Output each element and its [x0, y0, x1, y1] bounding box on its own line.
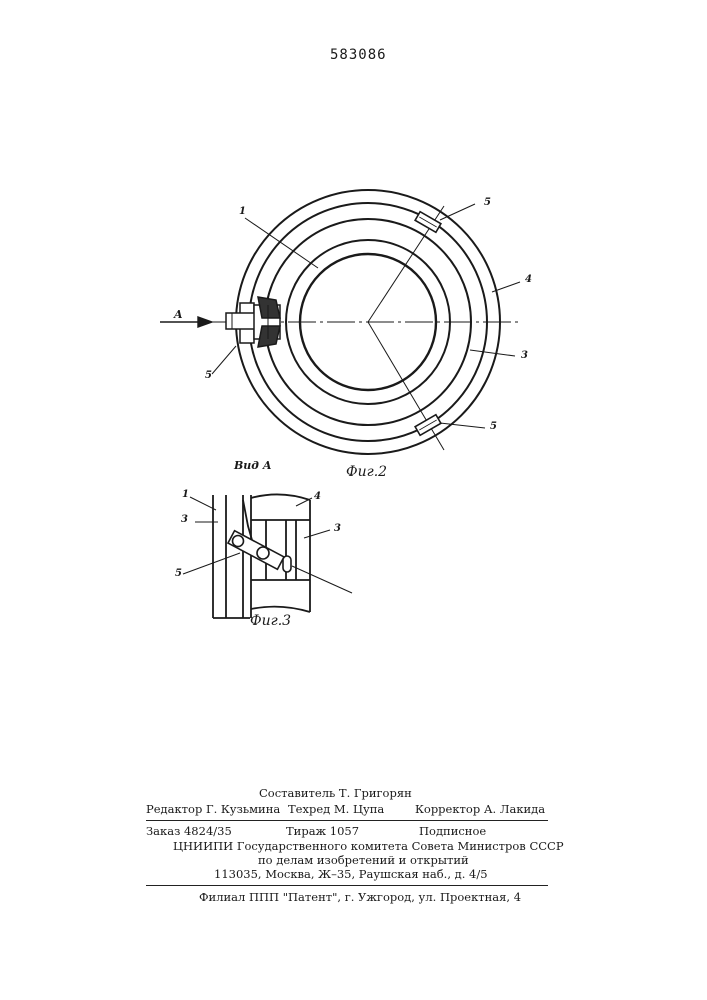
circulation: Тираж 1057 [286, 824, 359, 838]
corrector: Корректор А. Лакида [415, 802, 545, 816]
figure-3-caption: Фиг.3 [250, 613, 291, 629]
address: 113035, Москва, Ж–35, Раушская наб., д. … [214, 867, 488, 881]
org-line-1: ЦНИИПИ Государственного комитета Совета … [173, 839, 564, 853]
divider-2 [146, 885, 548, 886]
tech-editor: Техред М. Цупа [288, 802, 384, 816]
branch: Филиал ППП "Патент", г. Ужгород, ул. Про… [199, 890, 521, 904]
fig3-label-3-left: 3 [181, 514, 188, 525]
org-line-2: по делам изобретений и открытий [258, 853, 469, 867]
editor: Редактор Г. Кузьмина [146, 802, 280, 816]
fig3-label-5: 5 [175, 568, 182, 579]
divider-1 [146, 820, 548, 821]
order: Заказ 4824/35 [146, 824, 232, 838]
fig3-label-4: 4 [314, 491, 321, 502]
fig3-label-1: 1 [182, 489, 189, 500]
compiler: Составитель Т. Григорян [259, 786, 412, 800]
fig3-label-3-right: 3 [334, 523, 341, 534]
subscription: Подписное [419, 824, 486, 838]
